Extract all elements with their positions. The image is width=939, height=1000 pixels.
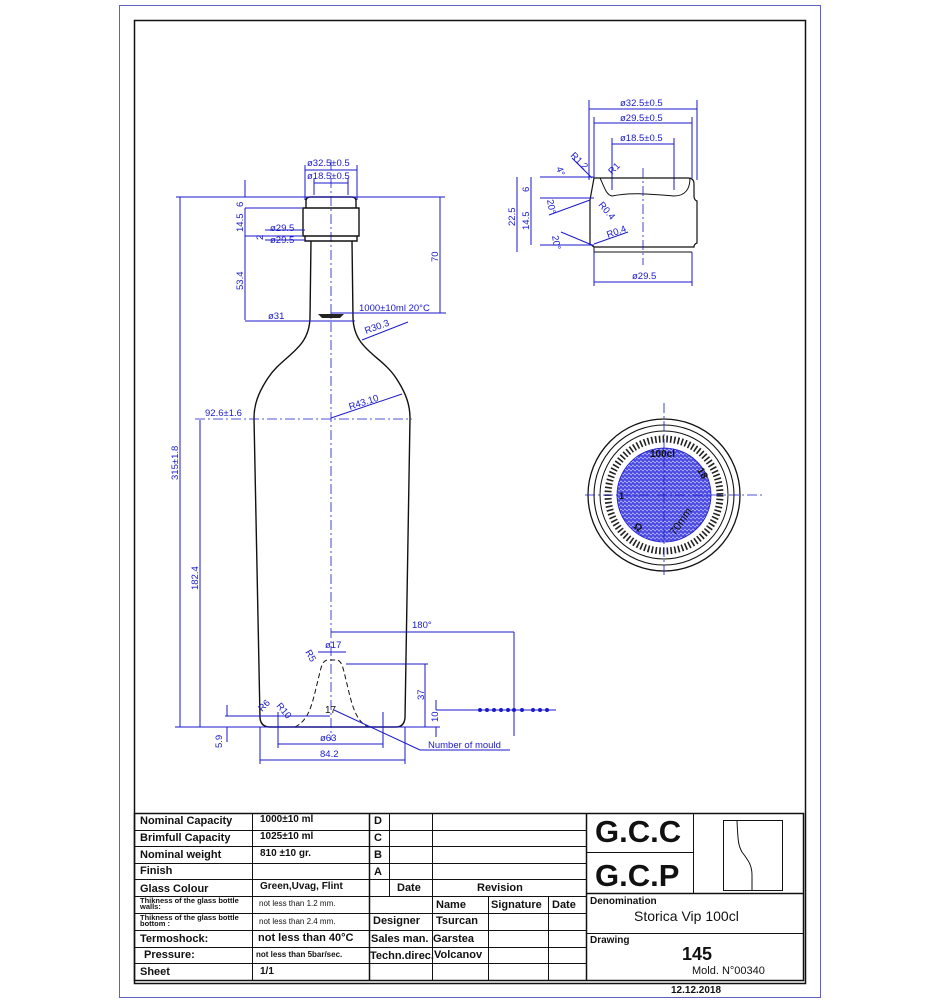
approval-date-header: Date (552, 899, 576, 911)
revision-letter: A (374, 866, 382, 878)
spec-value: not less than 40°C (258, 932, 354, 944)
approval-role: Sales man. (371, 933, 429, 945)
outer-frame (119, 5, 821, 998)
mold-number: Mold. N°00340 (692, 965, 765, 977)
dim-2-label: 2 (255, 235, 266, 240)
height-total-label: 315±1.8 (170, 446, 181, 480)
inner-frame (133, 19, 807, 985)
revision-letter: D (374, 815, 382, 827)
spec-label: Thikness of the glass bottle walls: (140, 896, 239, 912)
dim-37-label: 37 (416, 689, 427, 700)
detail-d1-label: ø32.5±0.5 (620, 98, 663, 109)
detail-d3-label: ø18.5±0.5 (620, 133, 663, 144)
approval-name: Volcanov (434, 949, 483, 961)
approval-name: Garstea (433, 933, 474, 945)
spec-value: not less than 5bar/sec. (256, 950, 343, 959)
punt-outline (294, 659, 369, 728)
spec-label: Sheet (140, 966, 170, 978)
mould-dots (478, 708, 549, 712)
ring-dia-1-label: ø29.5 (270, 223, 294, 234)
dim-6-label: 6 (235, 202, 246, 207)
dim-10-label: 10 (430, 711, 441, 722)
number-of-mould-label: Number of mould (428, 740, 501, 751)
company-logo-gcp: G.C.P (595, 858, 680, 893)
bottle-profile-thumbnail-icon (736, 820, 753, 890)
base-mark-b: 1 (619, 491, 624, 501)
base-capacity-label: 100cl (650, 449, 675, 460)
rev-date-header: Date (397, 882, 421, 894)
title-block (133, 812, 805, 982)
spec-value: 810 ±10 gr. (260, 848, 312, 859)
detail-h14-5-label: 14.5 (521, 212, 532, 231)
fill-level-label: 1000±10ml 20°C (359, 303, 430, 314)
height-body-label: 182.4 (190, 566, 201, 590)
drawing-label: Drawing (590, 935, 630, 946)
body-dia-label: 92.6±1.6 (205, 408, 242, 419)
neck-dia-label: ø31 (268, 311, 284, 322)
detail-h22-5-label: 22.5 (507, 208, 518, 227)
finish-outer-dia-label: ø32.5±0.5 (307, 158, 350, 169)
spec-value: 1000±10 ml (260, 814, 314, 825)
spec-label: Thikness of the glass bottle bottom : (140, 913, 239, 929)
spec-value: 1025±10 ml (260, 831, 314, 842)
bottle-dimensions: ø32.5±0.5 ø18.5±0.5 6 14.5 2 ø29.5 ø29.5… (170, 158, 556, 764)
drawing-number: 145 (682, 944, 713, 964)
dim-5-9-label: 5.9 (214, 735, 225, 748)
detail-d-bottom-label: ø29.5 (632, 271, 656, 282)
spec-value: 1/1 (260, 966, 274, 977)
angle-180-label: 180° (412, 620, 432, 631)
spec-label: Brimfull Capacity (140, 832, 231, 844)
detail-a20b-label: 20° (549, 235, 562, 251)
approval-name: Tsurcan (436, 915, 478, 927)
approval-name-header: Name (436, 899, 466, 911)
ring-dia-2-label: ø29.5 (270, 235, 294, 246)
approval-signature-header: Signature (491, 899, 542, 911)
fill-level-mark (318, 314, 344, 318)
spec-label: Finish (140, 865, 173, 877)
spec-value: Green,Uvag, Flint (260, 881, 343, 892)
approval-role: Techn.direc. (370, 950, 434, 962)
drawing-date: 12.12.2018 (671, 985, 722, 996)
base-num-label: 18 (694, 466, 709, 482)
bottom-width-label: 84.2 (320, 749, 339, 760)
detail-a4-label: 4° (553, 165, 567, 177)
denomination-value: Storica Vip 100cl (634, 908, 739, 924)
detail-d2-label: ø29.5±0.5 (620, 113, 663, 124)
detail-h6-label: 6 (521, 187, 532, 192)
revision-letter: C (374, 832, 382, 844)
base-view: 100cl 18 70mm Ω 1 (585, 403, 765, 578)
finish-detail: ø32.5±0.5 ø29.5±0.5 ø18.5±0.5 22.5 14.5 … (507, 98, 698, 286)
dim-14-5-label: 14.5 (235, 214, 246, 233)
revision-letter: B (374, 849, 382, 861)
spec-label: Nominal Capacity (140, 815, 233, 827)
dim-53-4-label: 53.4 (235, 272, 246, 291)
detail-a20a-label: 20° (544, 199, 557, 215)
spec-label: Pressure: (144, 949, 195, 961)
spec-value: not less than 2.4 mm. (259, 917, 336, 926)
punt-dia-label: ø17 (325, 640, 341, 651)
spec-label: Termoshock: (140, 933, 209, 945)
spec-label: Nominal weight (140, 849, 222, 861)
spec-value: not less than 1.2 mm. (259, 899, 336, 908)
finish-inner-dia-label: ø18.5±0.5 (307, 171, 350, 182)
mould-number: 17 (325, 705, 337, 716)
r5-label: R5 (302, 648, 318, 664)
denomination-label: Denomination (590, 896, 657, 907)
rev-revision-header: Revision (477, 882, 523, 894)
base-dia-label: ø63 (320, 733, 336, 744)
approval-role: Designer (373, 915, 421, 927)
dim-70-label: 70 (430, 251, 441, 262)
company-logo-gcc: G.C.C (595, 814, 682, 849)
spec-label: Glass Colour (140, 883, 209, 895)
